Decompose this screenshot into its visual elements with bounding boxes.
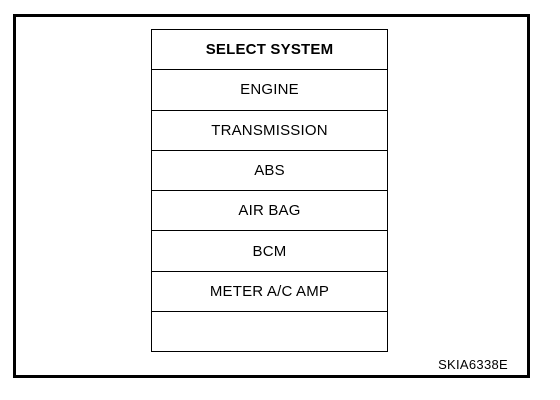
select-system-menu: SELECT SYSTEM ENGINE TRANSMISSION ABS AI…: [151, 29, 388, 353]
menu-item-meter-ac-amp[interactable]: METER A/C AMP: [152, 272, 387, 313]
menu-item-abs[interactable]: ABS: [152, 151, 387, 192]
menu-item-transmission[interactable]: TRANSMISSION: [152, 111, 387, 151]
reference-code: SKIA6338E: [438, 357, 508, 372]
menu-item-engine[interactable]: ENGINE: [152, 70, 387, 111]
screen-frame: SELECT SYSTEM ENGINE TRANSMISSION ABS AI…: [13, 14, 530, 378]
menu-item-air-bag[interactable]: AIR BAG: [152, 191, 387, 232]
menu-header: SELECT SYSTEM: [152, 30, 387, 71]
menu-item-bcm[interactable]: BCM: [152, 231, 387, 272]
menu-item-empty: [152, 312, 387, 353]
